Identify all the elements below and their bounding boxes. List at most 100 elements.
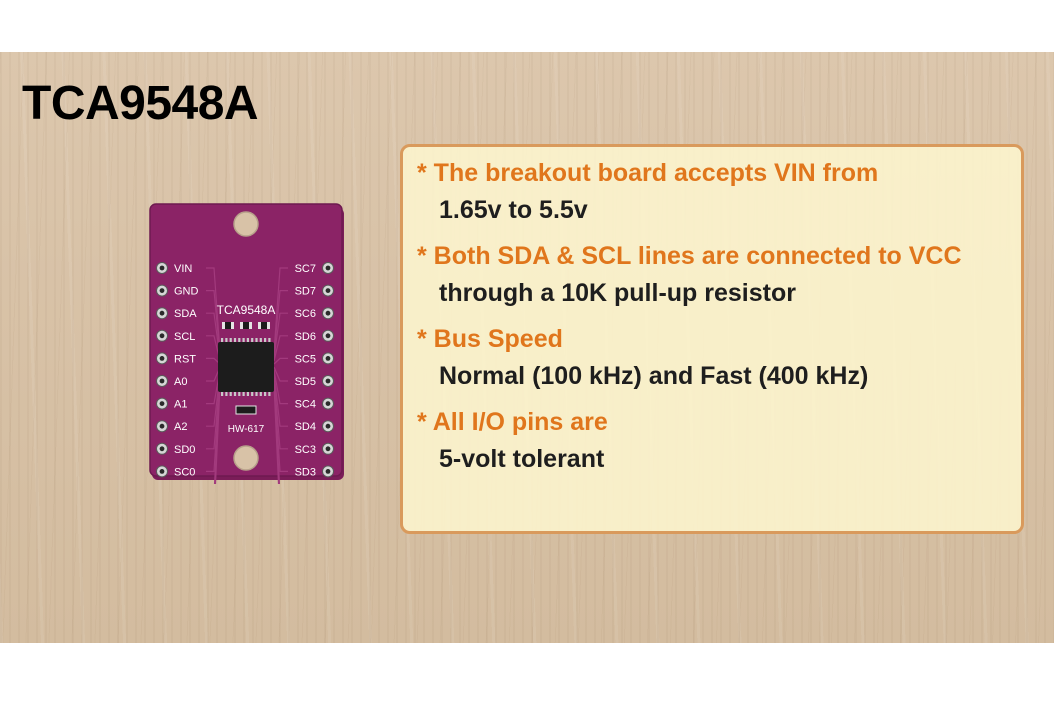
chip-leg (246, 338, 249, 342)
resistor-body (243, 322, 249, 329)
feature-heading: * Both SDA & SCL lines are connected to … (417, 242, 962, 270)
pin-label-sc5: SC5 (295, 353, 316, 365)
chip-leg (229, 338, 232, 342)
pin-label-rst: RST (174, 353, 196, 365)
trace (206, 372, 221, 427)
pin-label-sd6: SD6 (295, 331, 316, 343)
pin-label-gnd: GND (174, 286, 199, 298)
pin-label-scl: SCL (174, 331, 195, 343)
feature-pull-up: * Both SDA & SCL lines are connected to … (417, 238, 1007, 312)
trace (273, 312, 288, 359)
pin-label-sc4: SC4 (295, 399, 316, 411)
trace (273, 366, 288, 382)
chip-leg (246, 392, 249, 396)
pin-hole (159, 288, 165, 293)
chip-leg (233, 392, 237, 396)
chip-leg (225, 338, 228, 342)
feature-io-tolerance: * All I/O pins are 5-volt tolerant (417, 404, 1007, 478)
pin-hole (325, 423, 331, 429)
features-callout: * The breakout board accepts VIN from 1.… (400, 144, 1024, 534)
trace (273, 375, 288, 450)
trace (273, 369, 288, 405)
chip-leg (259, 338, 262, 342)
chip-leg (221, 338, 224, 342)
chip-leg (264, 392, 267, 396)
left-pin-header: VINGNDSDASCLRSTA0A1A2SD0SC0SD1SC1 (156, 262, 199, 478)
trace (273, 384, 280, 484)
chip-legs (221, 338, 271, 396)
chip-leg (251, 392, 254, 396)
trace (206, 290, 221, 356)
pin-label-sd7: SD7 (295, 286, 316, 298)
slide-title: TCA9548A (22, 77, 259, 130)
pin-hole (159, 423, 165, 429)
chip-leg (251, 338, 254, 342)
mount-hole-bottom (233, 445, 259, 471)
pin-hole (325, 288, 331, 293)
breakout-board: TCA9548A HW-617 VINGNDSDASCLRSTA0A1A2SD0… (149, 203, 344, 484)
pin-hole (159, 469, 165, 474)
chip-label: TCA9548A (217, 303, 276, 317)
pin-hole (325, 265, 331, 271)
chip-leg (255, 392, 258, 396)
pin-label-sc3: SC3 (295, 444, 316, 456)
chip-leg (238, 392, 241, 396)
pin-hole (325, 401, 331, 406)
chip-leg (221, 392, 224, 396)
feature-detail: through a 10K pull-up resistor (439, 279, 796, 307)
pin-hole (325, 356, 331, 361)
chip-leg (264, 338, 267, 342)
pin-hole (159, 310, 165, 316)
pin-label-sc6: SC6 (295, 308, 316, 320)
chip-leg (255, 338, 258, 342)
trace (206, 375, 221, 450)
pin-hole (325, 446, 331, 452)
feature-heading: * The breakout board accepts VIN from (417, 159, 879, 187)
chip-leg (233, 338, 237, 342)
board-pcb (149, 203, 343, 477)
feature-detail: 1.65v to 5.5v (439, 196, 588, 224)
pin-label-vin: VIN (174, 263, 192, 275)
chip-leg (229, 392, 232, 396)
feature-heading: * Bus Speed (417, 325, 563, 353)
trace (273, 372, 288, 427)
trace (214, 384, 221, 484)
pin-hole (325, 333, 331, 339)
pin-label-a0: A0 (174, 376, 187, 388)
chip-leg (225, 392, 228, 396)
right-pin-header: SC7SD7SC6SD6SC5SD5SC4SD4SC3SD3SC2SD2 (295, 262, 334, 478)
pin-hole (159, 265, 165, 271)
trace (206, 267, 221, 353)
trace (206, 312, 221, 359)
pin-hole (325, 469, 331, 474)
pin-hole (325, 310, 331, 316)
trace (273, 267, 288, 353)
feature-bus-speed: * Bus Speed Normal (100 kHz) and Fast (4… (417, 321, 1007, 395)
pin-label-a2: A2 (174, 421, 187, 433)
chip-leg (238, 338, 241, 342)
feature-detail: 5-volt tolerant (439, 445, 605, 473)
pin-label-a1: A1 (174, 399, 187, 411)
pin-label-sc0: SC0 (174, 466, 195, 478)
model-label: HW-617 (228, 424, 265, 435)
chip-leg (268, 338, 271, 342)
pin-label-sd4: SD4 (295, 421, 316, 433)
resistor-body (225, 322, 231, 329)
chip-leg (242, 392, 245, 396)
pin-hole (159, 356, 165, 361)
feature-vin-range: * The breakout board accepts VIN from 1.… (417, 155, 1007, 229)
trace (273, 357, 288, 365)
tca9548a-chip (218, 342, 274, 392)
resistor-body (261, 322, 267, 329)
capacitor (235, 405, 257, 415)
feature-detail: Normal (100 kHz) and Fast (400 kHz) (439, 362, 869, 390)
pin-hole (159, 378, 165, 384)
mount-hole-top (233, 211, 259, 237)
chip-leg (268, 392, 271, 396)
pcb-traces (206, 267, 288, 484)
pin-hole (159, 401, 165, 406)
pin-label-sc7: SC7 (295, 263, 316, 275)
pin-label-sda: SDA (174, 308, 197, 320)
pin-label-sd5: SD5 (295, 376, 316, 388)
